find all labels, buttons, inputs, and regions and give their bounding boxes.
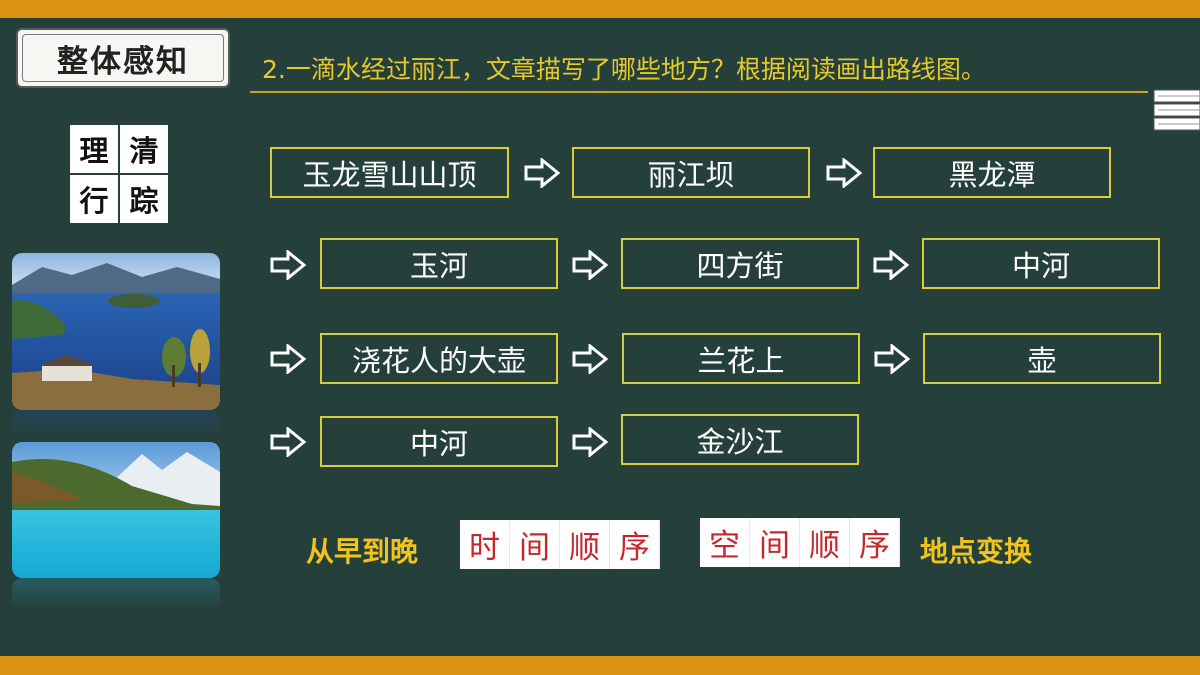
clue-cell: 理 [70,125,118,173]
clue-cell: 清 [120,125,168,173]
order-tile: 序 [850,518,900,567]
right-arrow-icon [270,427,306,457]
route-box: 玉河 [320,238,558,289]
right-arrow-icon [270,250,306,280]
time-order-tiles: 时 间 顺 序 [460,520,660,569]
right-arrow-icon [572,344,608,374]
right-arrow-icon [572,250,608,280]
mountain-photo-reflection [12,578,220,612]
right-arrow-icon [524,158,560,188]
left-label: 从早到晚 [306,535,419,568]
question-underline [250,91,1148,93]
clue-cell: 踪 [120,175,168,223]
clue-cell: 行 [70,175,118,223]
right-arrow-icon [873,250,909,280]
bottom-bar [0,656,1200,675]
route-box: 浇花人的大壶 [320,333,558,384]
right-arrow-icon [874,344,910,374]
route-box: 金沙江 [621,414,859,465]
route-box: 四方街 [621,238,859,289]
route-box: 中河 [922,238,1160,289]
mountain-photo [12,442,220,578]
question-text: 2.一滴水经过丽江，文章描写了哪些地方？根据阅读画出路线图。 [262,55,986,84]
right-label: 地点变换 [920,535,1033,568]
lake-photo-reflection [12,410,220,440]
route-box: 壶 [923,333,1161,384]
right-arrow-icon [826,158,862,188]
order-tile: 间 [510,520,560,569]
section-badge-label: 整体感知 [57,43,189,80]
space-order-tiles: 空 间 顺 序 [700,518,900,567]
order-tile: 序 [610,520,660,569]
route-box: 玉龙雪山山顶 [270,147,509,198]
right-arrow-icon [572,427,608,457]
section-badge: 整体感知 [16,28,230,88]
route-box: 中河 [320,416,558,467]
order-tile: 顺 [560,520,610,569]
order-tile: 空 [700,518,750,567]
route-box: 兰花上 [622,333,860,384]
right-arrow-icon [270,344,306,374]
route-box: 黑龙潭 [873,147,1111,198]
clue-grid: 理 清 行 踪 [70,125,168,223]
top-bar [0,0,1200,18]
order-tile: 顺 [800,518,850,567]
lake-photo [12,253,220,410]
order-tile: 时 [460,520,510,569]
order-tile: 间 [750,518,800,567]
route-box: 丽江坝 [572,147,810,198]
eraser-icon [1153,89,1200,131]
